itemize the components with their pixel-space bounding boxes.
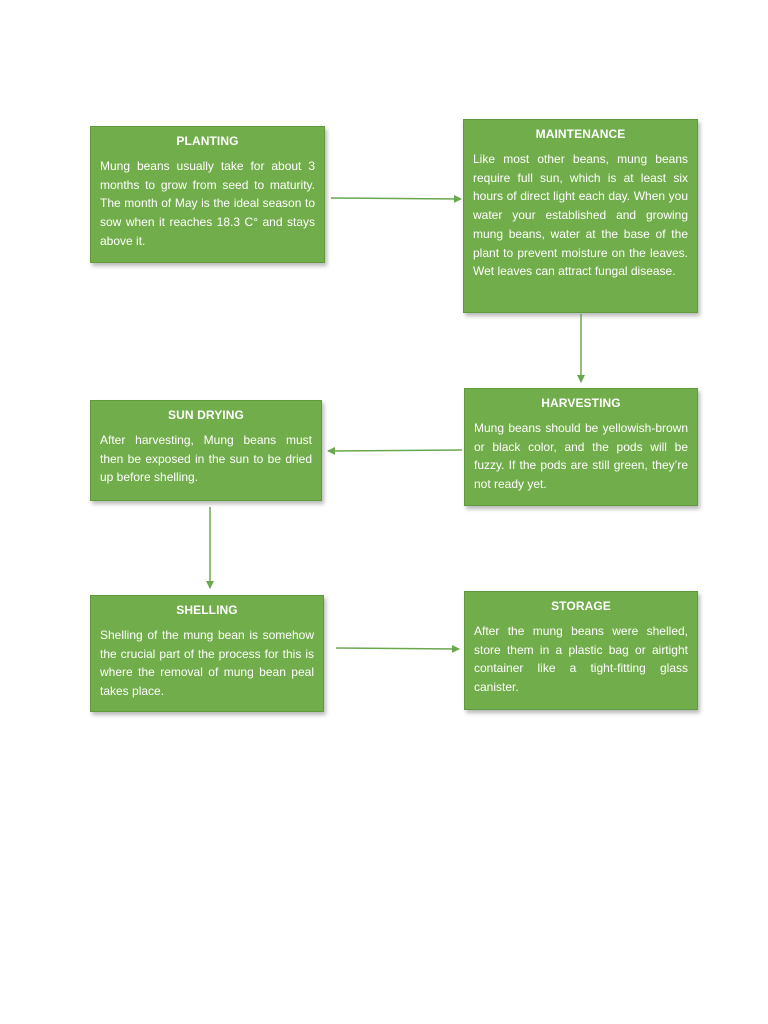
step-text-shelling: Shelling of the mung bean is somehow the… [100,628,314,699]
step-title-shelling: SHELLING [176,603,238,617]
step-title-planting: PLANTING [176,134,239,148]
step-text-harvesting: Mung beans should be yellowish-brown or … [474,421,688,492]
step-title-sun-drying: SUN DRYING [168,408,244,422]
step-title-storage: STORAGE [551,599,611,613]
step-box-maintenance: MAINTENANCE Like most other beans, mung … [463,119,698,313]
step-text-planting: Mung beans usually take for about 3 mont… [100,159,315,248]
step-box-planting: PLANTING Mung beans usually take for abo… [90,126,325,263]
step-text-maintenance: Like most other beans, mung beans requir… [473,152,688,279]
step-title-harvesting: HARVESTING [541,396,621,410]
arrow-harvesting-to-sun-drying [327,446,463,455]
step-text-storage: After the mung beans were shelled, store… [474,624,688,695]
arrow-shelling-to-storage [335,644,460,653]
step-box-harvesting: HARVESTING Mung beans should be yellowis… [464,388,698,506]
step-box-shelling: SHELLING Shelling of the mung bean is so… [90,595,324,712]
step-text-sun-drying: After harvesting, Mung beans must then b… [100,433,312,485]
arrow-planting-to-maintenance [330,194,462,203]
step-box-sun-drying: SUN DRYING After harvesting, Mung beans … [90,400,322,501]
step-box-storage: STORAGE After the mung beans were shelle… [464,591,698,710]
step-title-maintenance: MAINTENANCE [535,127,626,141]
